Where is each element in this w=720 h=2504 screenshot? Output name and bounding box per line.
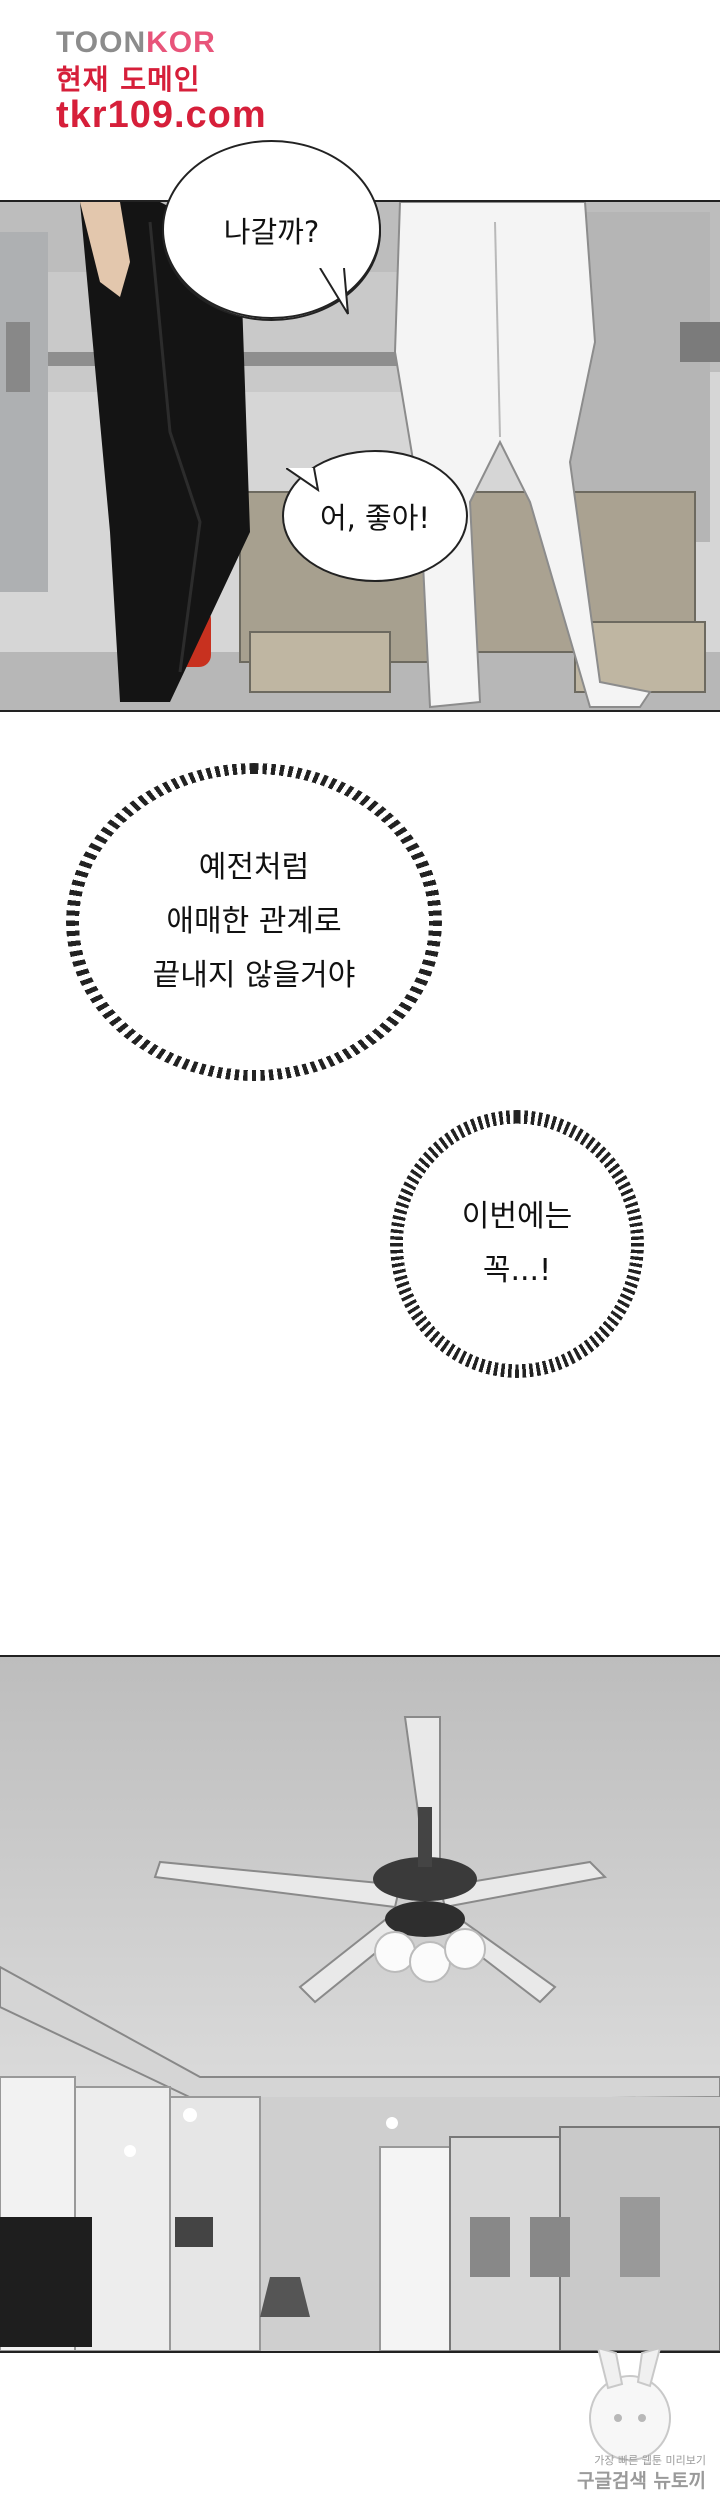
- corner-logo-small-text: 가장 빠른 웹툰 미리보기: [594, 2454, 706, 2467]
- comic-panel-store: 나갈까? 어, 좋아!: [0, 200, 720, 712]
- watermark-brand-prefix: TOON: [56, 26, 147, 59]
- thought-bubble-relationship: 예전처럼 애매한 관계로 끝내지 않을거야: [66, 763, 442, 1081]
- watermark-brand-suffix: KOR: [146, 26, 216, 59]
- ceiling-fan-illustration: [0, 1657, 720, 2351]
- thought-bubble-spiky-border: [66, 763, 442, 1081]
- watermark: TOONKOR 현재 도메인 tkr109.com: [56, 26, 286, 137]
- thought-text: 이번에는 꼭...!: [461, 1199, 573, 1288]
- watermark-url: tkr109.com: [56, 94, 267, 136]
- speech-text: 어, 좋아!: [319, 501, 431, 535]
- corner-logo-main-text: 구글검색 뉴토끼: [577, 2470, 706, 2492]
- speech-text-lets-go: 나갈까?: [223, 214, 320, 249]
- speech-bubble-tail-2: [286, 468, 320, 493]
- watermark-brand: TOONKOR: [56, 26, 286, 60]
- corner-logo: 가장 빠른 웹툰 미리보기 구글검색 뉴토끼: [538, 2346, 720, 2500]
- watermark-subtitle: 현재 도메인: [56, 63, 201, 96]
- speech-bubble-tail-1: [319, 268, 349, 315]
- thought-text: 예전처럼 애매한 관계로 끝내지 않을거야: [152, 850, 356, 993]
- bunny-mascot-icon: [589, 2346, 671, 2461]
- thought-bubble-spiky-border: [390, 1110, 644, 1378]
- comic-panel-ceiling-fan: [0, 1655, 720, 2353]
- thought-bubble-this-time: 이번에는 꼭...!: [390, 1110, 644, 1378]
